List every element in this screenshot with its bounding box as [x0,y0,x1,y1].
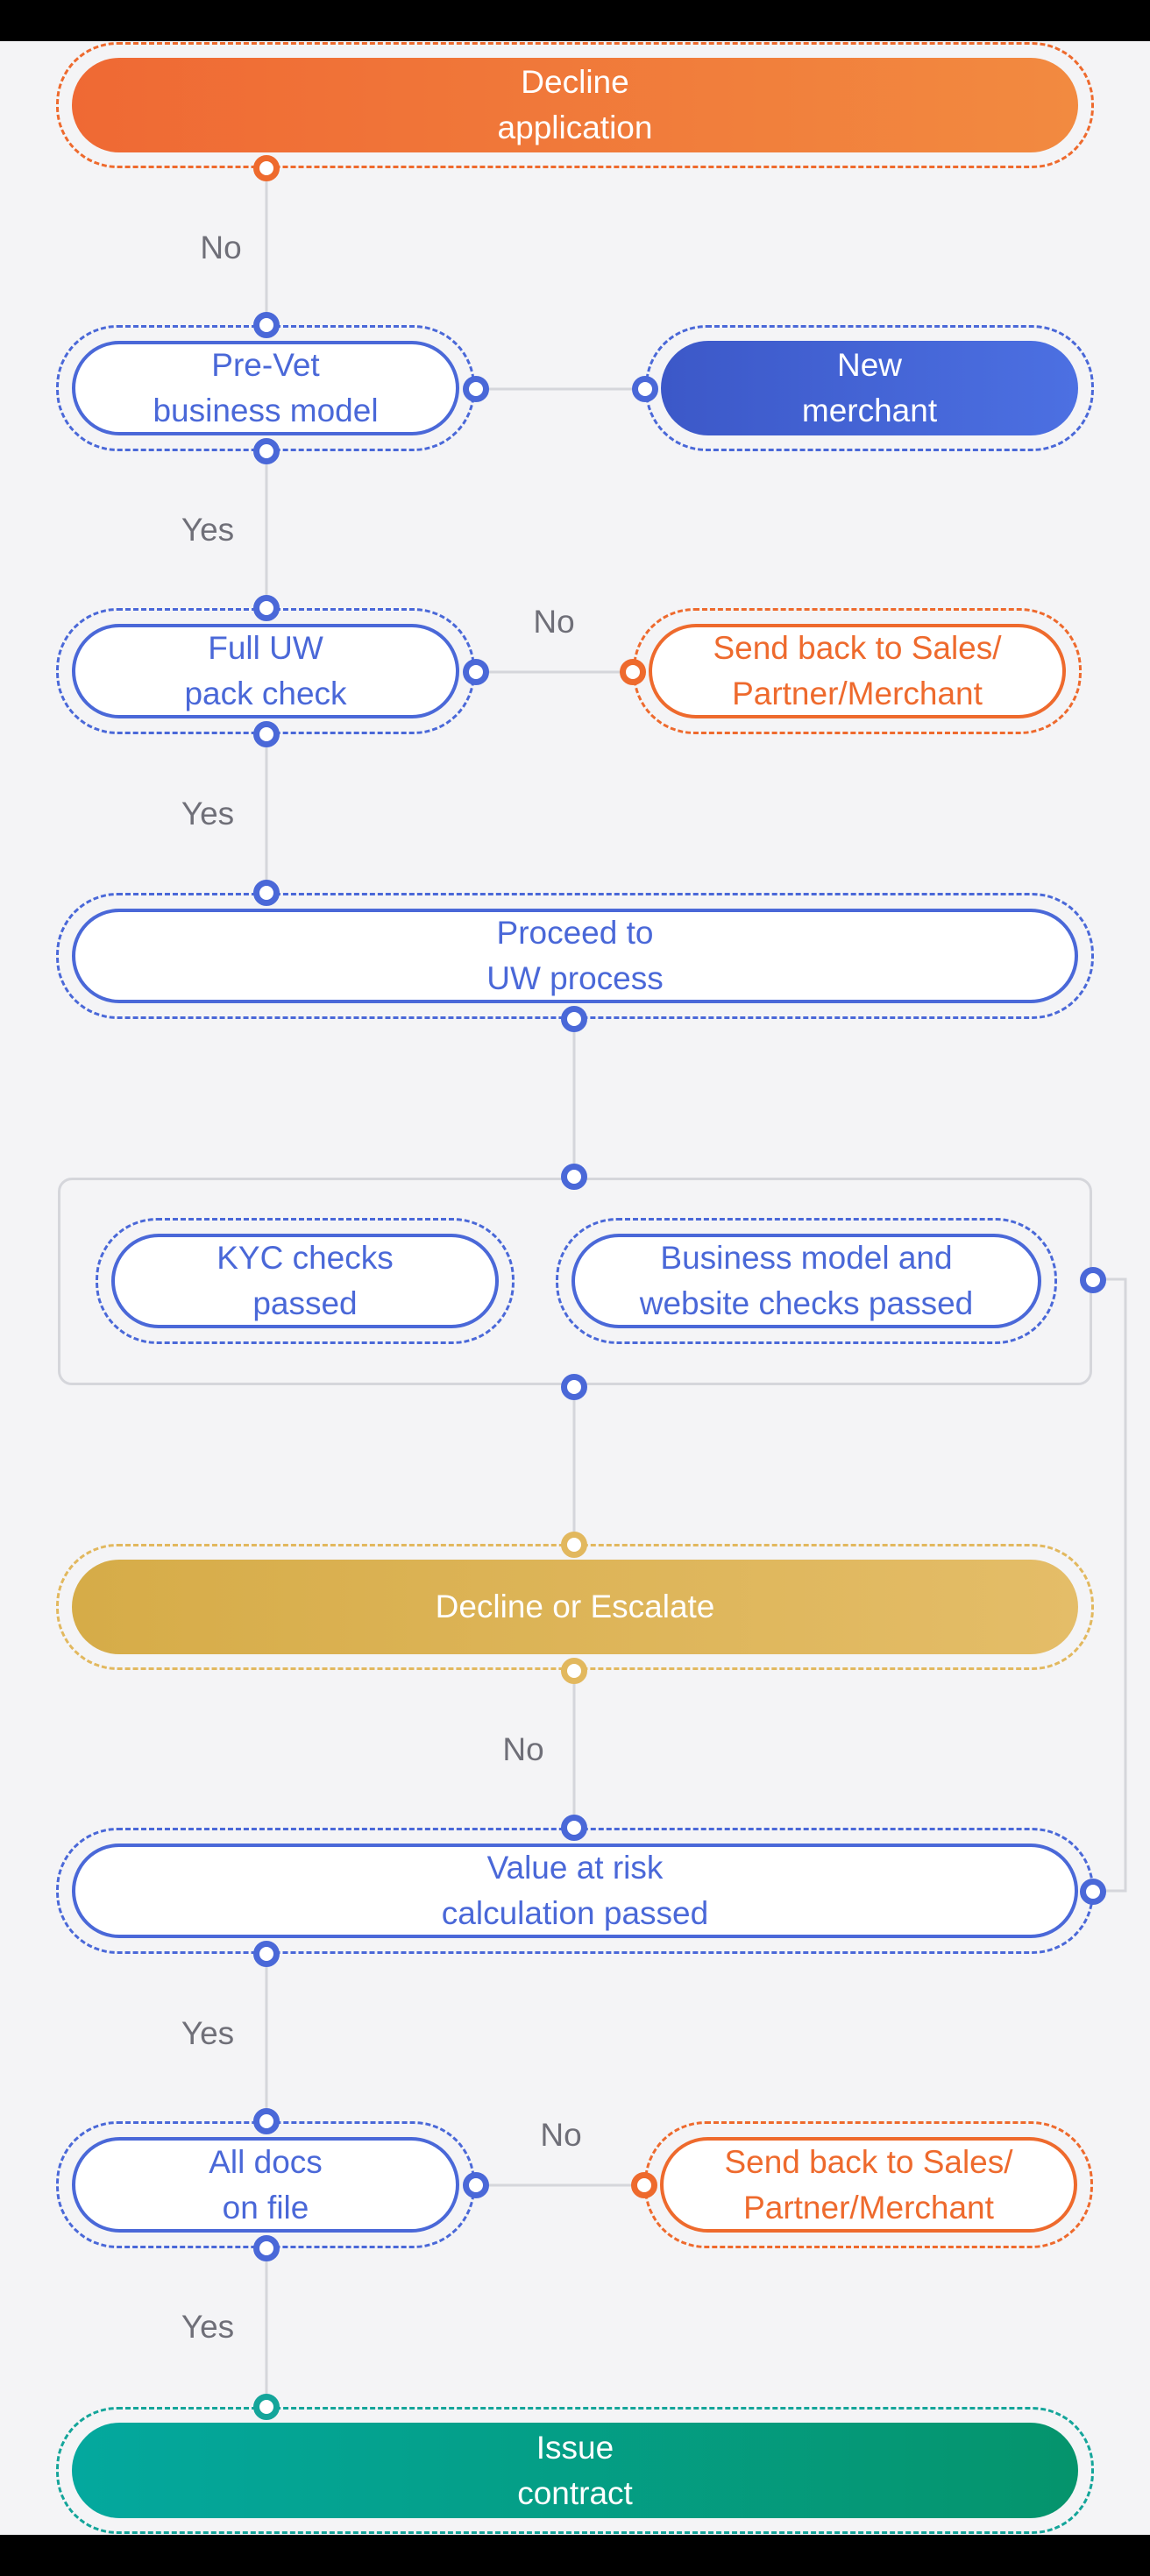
send-back-2-node[interactable]: Send back to Sales/ Partner/Merchant [660,2137,1077,2233]
send-back-1-wrap: Send back to Sales/ Partner/Merchant [633,608,1082,734]
all-docs-port-top[interactable] [253,2108,280,2134]
edge-label-yes: Yes [181,2309,235,2345]
decline-escalate-wrap: Decline or Escalate [56,1544,1094,1670]
value-at-risk-node[interactable]: Value at risk calculation passed [72,1844,1078,1938]
checks-group-port-bottom[interactable] [561,1374,587,1400]
full-uw-port-bottom[interactable] [253,721,280,747]
edge-label-no: No [502,1731,544,1767]
full-uw-node[interactable]: Full UW pack check [72,624,459,718]
edge-label-no: No [540,2117,582,2153]
pre-vet-port-bottom[interactable] [253,438,280,464]
proceed-uw-node[interactable]: Proceed to UW process [72,909,1078,1003]
send-back-1-port-left[interactable] [620,659,646,685]
edge-label-no: No [200,230,242,265]
edge-label-yes: Yes [181,796,235,832]
new-merchant-port-left[interactable] [632,376,658,402]
new-merchant-wrap: New merchant [645,325,1094,451]
full-uw-wrap: Full UW pack check [56,608,475,734]
business-model-checks-node[interactable]: Business model and website checks passed [571,1234,1041,1328]
decline-escalate-port-top[interactable] [561,1532,587,1558]
value-at-risk-port-bottom[interactable] [253,1941,280,1967]
issue-contract-node[interactable]: Issue contract [72,2423,1078,2518]
decline-escalate-node[interactable]: Decline or Escalate [72,1560,1078,1654]
all-docs-node[interactable]: All docs on file [72,2137,459,2233]
value-at-risk-wrap: Value at risk calculation passed [56,1828,1094,1954]
issue-contract-wrap: Issue contract [56,2407,1094,2534]
send-back-2-port-left[interactable] [631,2172,657,2198]
top-status-bar [0,0,1150,41]
checks-group-port-top[interactable] [561,1164,587,1190]
all-docs-wrap: All docs on file [56,2121,475,2248]
proceed-uw-wrap: Proceed to UW process [56,893,1094,1019]
pre-vet-node[interactable]: Pre-Vet business model [72,341,459,435]
edge-label-yes: Yes [181,2015,235,2051]
pre-vet-port-top[interactable] [253,312,280,338]
decline-application-wrap: Decline application [56,42,1094,168]
value-at-risk-port-top[interactable] [561,1815,587,1841]
proceed-uw-port-bottom[interactable] [561,1006,587,1032]
issue-contract-port-top[interactable] [253,2394,280,2420]
all-docs-port-right[interactable] [463,2172,489,2198]
checks-group-port-right[interactable] [1080,1267,1106,1293]
all-docs-port-bottom[interactable] [253,2235,280,2261]
full-uw-port-right[interactable] [463,659,489,685]
kyc-node[interactable]: KYC checks passed [111,1234,499,1328]
value-at-risk-port-right[interactable] [1080,1879,1106,1905]
edge-group-var [1093,1277,1127,1893]
edge-label-yes: Yes [181,512,235,548]
full-uw-port-top[interactable] [253,595,280,621]
proceed-uw-port-top[interactable] [253,880,280,906]
business-model-checks-wrap: Business model and website checks passed [556,1218,1057,1344]
bottom-bar [0,2535,1150,2576]
decline-application-port-bottom[interactable] [253,155,280,181]
send-back-1-node[interactable]: Send back to Sales/ Partner/Merchant [649,624,1066,718]
edge-label-no: No [533,604,575,640]
new-merchant-node[interactable]: New merchant [661,341,1078,435]
decline-application-node[interactable]: Decline application [72,58,1078,152]
pre-vet-port-right[interactable] [463,376,489,402]
kyc-wrap: KYC checks passed [96,1218,515,1344]
decline-escalate-port-bottom[interactable] [561,1658,587,1684]
pre-vet-wrap: Pre-Vet business model [56,325,475,451]
send-back-2-wrap: Send back to Sales/ Partner/Merchant [644,2121,1093,2248]
